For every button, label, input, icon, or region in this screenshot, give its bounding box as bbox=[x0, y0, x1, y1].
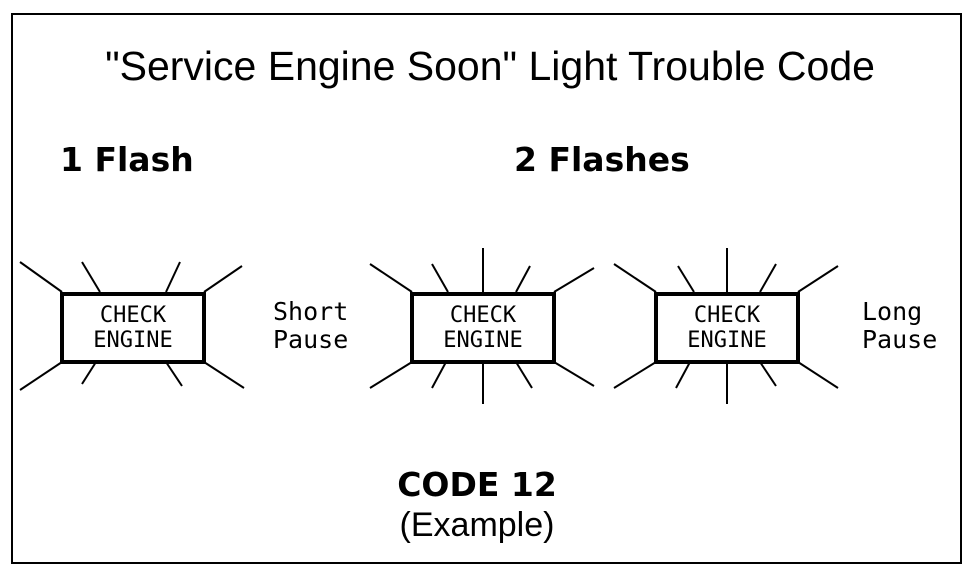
long-pause-label: Long Pause bbox=[862, 298, 937, 354]
check-engine-lamp-1: CHECK ENGINE bbox=[19, 261, 245, 402]
lamp-box: CHECK ENGINE bbox=[60, 292, 206, 364]
lamp-label-line2: ENGINE bbox=[93, 328, 173, 353]
short-pause-label: Short Pause bbox=[273, 298, 348, 354]
short-pause-line1: Short bbox=[273, 297, 349, 326]
check-engine-lamp-3: CHECK ENGINE bbox=[613, 248, 839, 404]
diagram-title: "Service Engine Soon" Light Trouble Code bbox=[105, 43, 875, 89]
code-note: (Example) bbox=[399, 506, 555, 544]
lamp-label-line1: CHECK bbox=[693, 303, 761, 328]
check-engine-lamp-2: CHECK ENGINE bbox=[369, 248, 595, 404]
lamp-box: CHECK ENGINE bbox=[410, 292, 556, 364]
lamp-label: CHECK ENGINE bbox=[93, 303, 172, 353]
long-pause-line1: Long bbox=[862, 297, 923, 326]
lamp-rays-icon bbox=[613, 248, 839, 404]
group-label-two-flashes: 2 Flashes bbox=[514, 140, 690, 179]
group-label-one-flash: 1 Flash bbox=[60, 140, 194, 179]
lamp-label-line2: ENGINE bbox=[687, 328, 767, 353]
lamp-label-line2: ENGINE bbox=[443, 328, 523, 353]
long-pause-line2: Pause bbox=[862, 325, 938, 354]
code-title: CODE 12 bbox=[397, 465, 557, 504]
lamp-rays-icon bbox=[369, 248, 595, 404]
diagram-frame bbox=[11, 13, 962, 564]
lamp-box: CHECK ENGINE bbox=[654, 292, 800, 364]
lamp-label-line1: CHECK bbox=[99, 303, 167, 328]
lamp-label: CHECK ENGINE bbox=[687, 303, 766, 353]
lamp-rays-icon bbox=[19, 261, 245, 391]
lamp-label-line1: CHECK bbox=[449, 303, 517, 328]
short-pause-line2: Pause bbox=[273, 325, 349, 354]
lamp-label: CHECK ENGINE bbox=[443, 303, 522, 353]
